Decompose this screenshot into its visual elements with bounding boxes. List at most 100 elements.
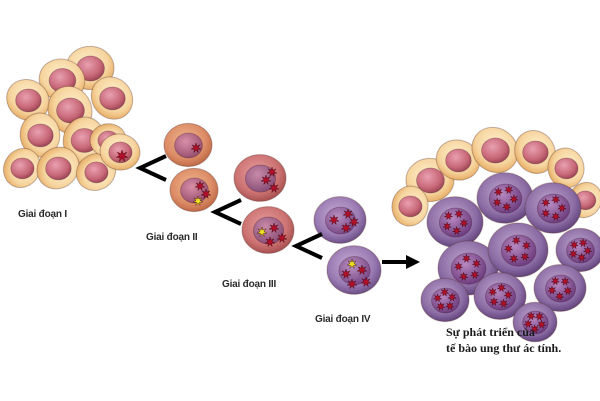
- mutation-star-icon: [503, 243, 514, 254]
- malignant-tumor-mass: [391, 126, 600, 343]
- mutation-star-icon: [346, 278, 358, 290]
- mutation-star-icon: [569, 239, 579, 250]
- background-cell: [391, 185, 429, 227]
- mutation-star-icon: [194, 180, 206, 192]
- malignant-cell: [555, 227, 600, 273]
- mutation-star-icon: [557, 203, 567, 213]
- mutation-star-icon: [447, 292, 457, 302]
- stage-4-cell: [313, 196, 367, 244]
- normal-cell: [62, 116, 106, 164]
- mutation-star-icon: [554, 291, 565, 301]
- mutation-star-icon: [503, 289, 513, 300]
- mutation-star-icon: [520, 251, 530, 262]
- mutation-star-icon: [523, 319, 533, 329]
- mutation-star-icon: [200, 188, 212, 200]
- mutation-star-icon: [560, 276, 570, 286]
- mutation-star-icon: [563, 286, 573, 296]
- mutation-star-icon: [268, 222, 280, 234]
- normal-cell: [6, 78, 50, 122]
- mutation-star-icon: [540, 208, 551, 218]
- stage-4-cell: [326, 245, 382, 295]
- stage-2-cell: [169, 167, 219, 213]
- mutation-star-icon: [260, 174, 272, 186]
- cell-nucleus: [554, 157, 579, 180]
- cell-nucleus: [180, 177, 209, 204]
- mutated-cell: [99, 133, 141, 171]
- malignant-cell: [473, 272, 527, 320]
- mutation-star-icon: [498, 298, 509, 308]
- cell-nucleus: [445, 148, 472, 173]
- mutation-star-icon: [461, 253, 472, 263]
- cell-nucleus: [15, 88, 42, 113]
- caption-line-1: Sự phát triển của: [446, 325, 535, 339]
- mutation-star-icon: [541, 197, 551, 208]
- mutation-star-icon: [529, 324, 540, 334]
- branch-arrow-1: [135, 154, 167, 182]
- mutation-star-icon: [266, 166, 278, 178]
- mutation-star-icon: [432, 293, 443, 303]
- cell-nucleus: [398, 195, 423, 218]
- mutation-star-icon: [459, 218, 469, 228]
- malignant-cell: [533, 264, 587, 312]
- mutation-star-icon: [470, 269, 480, 280]
- mutation-star-icon: [190, 142, 202, 154]
- mutation-star-icon: [550, 211, 561, 221]
- mutation-star-icon: [526, 311, 536, 321]
- background-cell: [514, 130, 556, 174]
- normal-cell: [36, 146, 80, 190]
- branch-arrow-2: [210, 198, 242, 226]
- mutation-star-icon: [356, 264, 368, 276]
- cell-nucleus: [10, 157, 35, 180]
- mutation-star-icon: [502, 201, 512, 212]
- mutation-star-icon: [268, 182, 280, 194]
- mutation-star-icon: [509, 253, 519, 264]
- mutation-star-icon: [471, 258, 482, 269]
- mutation-star-icon: [487, 287, 498, 297]
- mutation-star-icon: [451, 225, 462, 236]
- malignant-cell: [487, 222, 549, 278]
- mutation-star-icon: [328, 214, 340, 226]
- cell-nucleus: [56, 97, 85, 124]
- cell-nucleus: [450, 252, 487, 285]
- mutation-star-yellow-icon: [256, 226, 268, 238]
- mutation-star-icon: [568, 248, 579, 259]
- mutation-star-yellow-icon: [192, 195, 204, 207]
- stage-3-label: Giai đoạn III: [222, 279, 277, 290]
- mutation-star-icon: [534, 311, 545, 321]
- stage-2-cell: [163, 122, 213, 168]
- normal-cell: [90, 76, 134, 120]
- branch-arrow-3: [291, 232, 323, 260]
- mutation-star-icon: [348, 216, 360, 228]
- cell-nucleus: [481, 137, 510, 164]
- malignant-cell: [512, 301, 558, 343]
- normal-cell: [19, 112, 61, 158]
- mutation-star-icon: [576, 252, 587, 262]
- malignant-cell: [426, 196, 484, 248]
- cell-nucleus: [27, 123, 54, 148]
- mutation-star-icon: [453, 261, 464, 271]
- mutation-star-icon: [458, 271, 469, 282]
- cell-nucleus: [84, 161, 109, 184]
- mutation-star-icon: [276, 232, 288, 244]
- normal-cell: [3, 147, 41, 189]
- mutation-star-icon: [578, 238, 588, 248]
- cell-nucleus: [99, 86, 126, 111]
- mutation-star-icon: [547, 285, 557, 295]
- mutation-star-icon: [521, 240, 532, 250]
- cell-nucleus: [500, 234, 537, 267]
- mutation-star-icon: [442, 221, 452, 231]
- cell-nucleus: [522, 140, 549, 165]
- stage-3-cell: [233, 154, 287, 202]
- mutation-star-icon: [489, 296, 499, 307]
- mutation-star-icon: [511, 235, 522, 245]
- cell-nucleus: [174, 132, 203, 159]
- stage-2-label: Giai đoạn II: [146, 232, 198, 243]
- mutation-star-icon: [509, 194, 519, 204]
- stage-1-label: Giai đoạn I: [18, 209, 67, 220]
- mutation-star-icon: [550, 276, 561, 286]
- caption-line-2: tế bào ung thư ác tính.: [446, 341, 562, 355]
- mutation-star-icon: [443, 210, 454, 221]
- mutation-star-yellow-icon: [346, 258, 358, 270]
- progression-arrow-head-icon: [406, 255, 420, 269]
